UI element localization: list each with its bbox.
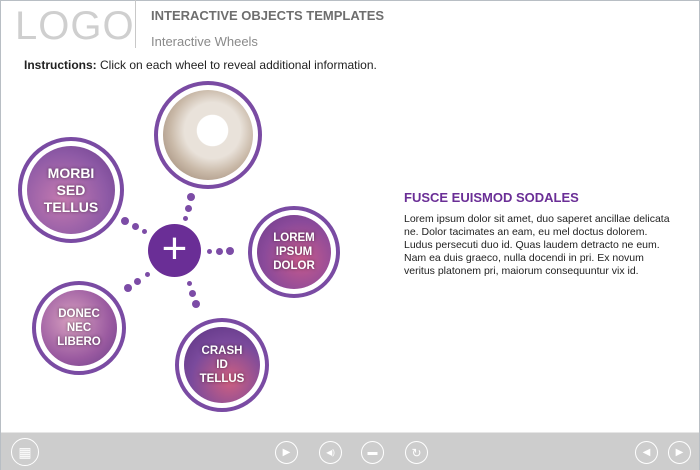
connector-dot xyxy=(134,278,141,285)
speech-bubble-icon: ▬ xyxy=(367,447,378,458)
volume-icon: ◀) xyxy=(326,448,335,457)
content-body: Lorem ipsum dolor sit amet, duo saperet … xyxy=(404,213,670,277)
wheel-label: MORBI SED TELLUS xyxy=(27,146,115,234)
wheel-donec[interactable]: DONEC NEC LIBERO xyxy=(32,281,126,375)
page-subtitle: Interactive Wheels xyxy=(151,34,258,49)
connector-dot xyxy=(187,281,192,286)
connector-dot xyxy=(187,193,195,201)
grid-icon: ▦ xyxy=(18,443,32,460)
play-icon: ▶ xyxy=(282,447,291,458)
connector-dot xyxy=(145,272,150,277)
connector-dot xyxy=(142,229,147,234)
connector-dot xyxy=(189,290,196,297)
volume-button[interactable]: ◀) xyxy=(319,441,342,464)
logo: LOGO xyxy=(15,4,135,48)
instructions-label: Instructions: xyxy=(24,58,97,72)
plus-icon: + xyxy=(161,224,188,273)
course-title: INTERACTIVE OBJECTS TEMPLATES xyxy=(151,8,385,23)
connector-dot xyxy=(192,300,200,308)
connector-dot xyxy=(185,205,192,212)
connector-dot xyxy=(124,284,132,292)
captions-button[interactable]: ▬ xyxy=(361,441,384,464)
connector-dot xyxy=(183,216,188,221)
header-divider xyxy=(135,0,136,48)
next-icon: ▶ xyxy=(675,447,684,458)
wheel-morbi[interactable]: MORBI SED TELLUS xyxy=(18,137,124,243)
prev-icon: ◀ xyxy=(642,447,651,458)
player-toolbar: ▦ ▶ ◀) ▬ ↻ ◀ ▶ xyxy=(1,432,699,470)
prev-button[interactable]: ◀ xyxy=(635,441,658,464)
wheel-label: DONEC NEC LIBERO xyxy=(41,290,117,366)
connector-dot xyxy=(121,217,129,225)
menu-button[interactable]: ▦ xyxy=(11,438,39,466)
replay-icon: ↻ xyxy=(411,445,422,460)
center-plus-button[interactable]: + xyxy=(148,224,201,277)
wheel-crash[interactable]: CRASH ID TELLUS xyxy=(175,318,269,412)
wheel-label: LOREM IPSUM DOLOR xyxy=(257,215,331,289)
play-button[interactable]: ▶ xyxy=(275,441,298,464)
next-button[interactable]: ▶ xyxy=(668,441,691,464)
wheel-coffee-active[interactable] xyxy=(154,81,262,189)
content-title: FUSCE EUISMOD SODALES xyxy=(404,190,579,205)
wheel-label: CRASH ID TELLUS xyxy=(184,327,260,403)
replay-button[interactable]: ↻ xyxy=(405,441,428,464)
connector-dot xyxy=(207,249,212,254)
instructions-text: Click on each wheel to reveal additional… xyxy=(96,58,377,72)
coffee-image xyxy=(163,90,253,180)
connector-dot xyxy=(216,248,223,255)
connector-dot xyxy=(132,223,139,230)
instructions: Instructions: Click on each wheel to rev… xyxy=(24,58,377,72)
connector-dot xyxy=(226,247,234,255)
wheel-lorem[interactable]: LOREM IPSUM DOLOR xyxy=(248,206,340,298)
